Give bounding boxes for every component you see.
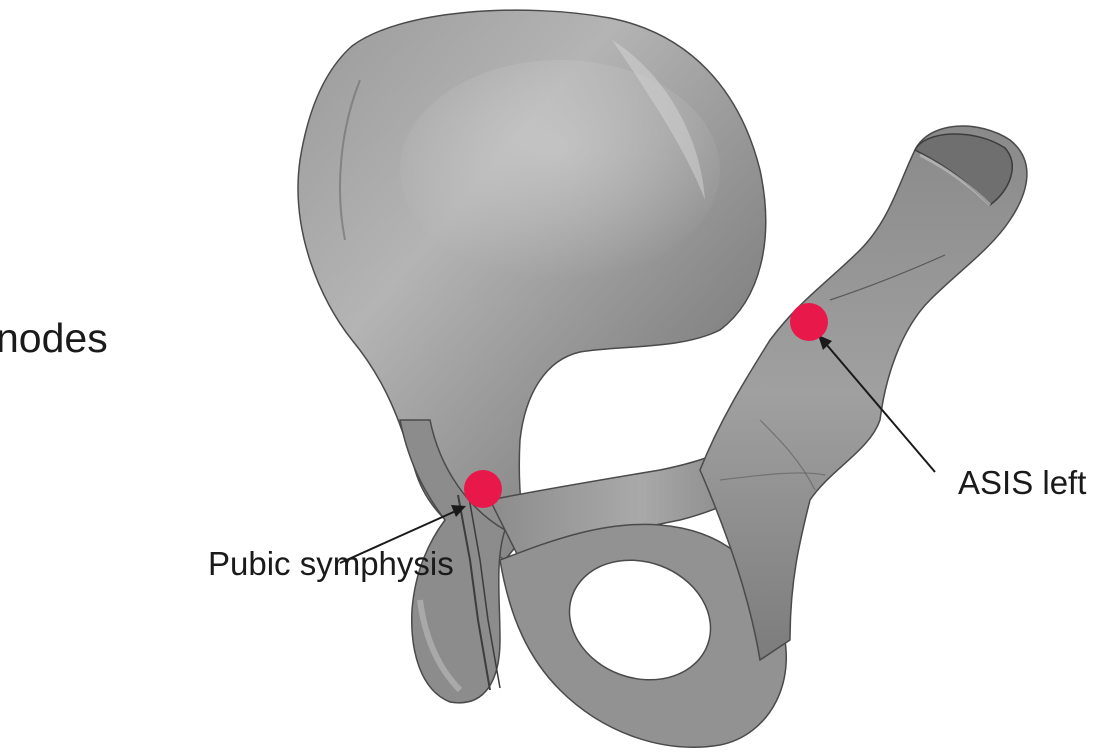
partial-heading-text: nodes xyxy=(0,318,108,359)
asis-left-label: ASIS left xyxy=(958,466,1086,499)
pubic-symphysis-label: Pubic symphysis xyxy=(208,547,454,580)
asis-left-marker xyxy=(790,303,828,341)
pubic-symphysis-marker xyxy=(464,470,502,508)
